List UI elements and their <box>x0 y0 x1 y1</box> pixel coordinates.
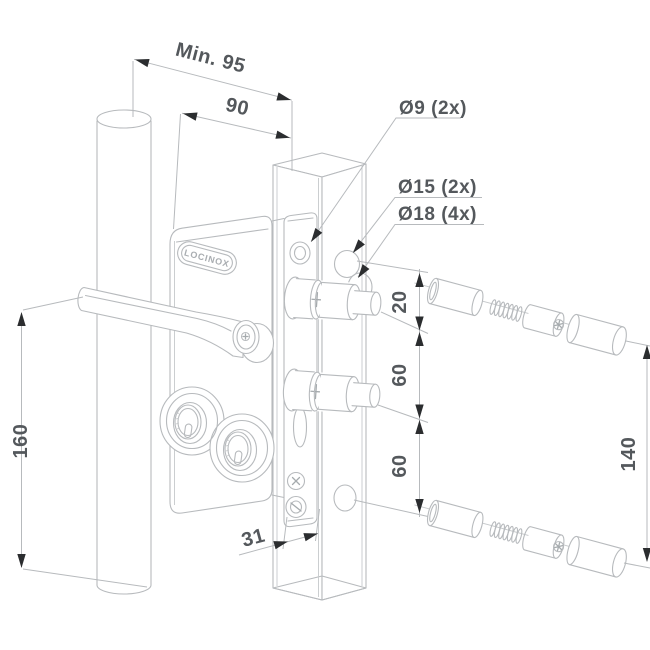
faceplate <box>283 212 318 528</box>
torx-socket <box>553 319 565 331</box>
dim-160-text: 160 <box>10 424 32 459</box>
dim-60-upper-text: 60 <box>389 363 411 386</box>
dim-90-text: 90 <box>224 94 252 121</box>
torx-socket <box>553 541 565 553</box>
mounting-pin-upper <box>283 276 382 322</box>
dim-chain-20-60-60: 20 60 60 <box>353 260 429 517</box>
label-dia18: Ø18 (4x) <box>354 204 484 281</box>
cylinder-cover <box>159 386 275 483</box>
adjuster-screw <box>286 471 306 491</box>
spacer-sleeve <box>426 499 440 527</box>
label-dia18-text: Ø18 (4x) <box>398 204 477 225</box>
screw-thread <box>489 299 523 322</box>
dim-90: 90 <box>173 94 292 230</box>
screw-hole-bottom <box>289 500 303 514</box>
dim-31-text: 31 <box>239 525 267 552</box>
dim-20-text: 20 <box>389 290 411 313</box>
screw-hole-top <box>293 245 307 261</box>
dim-140: 140 <box>618 340 650 569</box>
screw-thread <box>489 521 523 544</box>
label-dia15: Ø15 (2x) <box>349 177 482 256</box>
handle-lever <box>77 286 275 364</box>
hub-screw <box>240 331 251 342</box>
cover-cap <box>566 313 580 344</box>
dim-140-text: 140 <box>618 437 640 472</box>
dim-min-95: Min. 95 <box>132 39 293 171</box>
fastener-set-upper <box>414 277 627 356</box>
label-dia9-text: Ø9 (2x) <box>399 98 467 119</box>
mount-hole-lower <box>333 484 357 512</box>
spacer-sleeve <box>426 277 440 305</box>
fastener-set-lower <box>414 499 627 578</box>
cover-cap <box>566 535 580 566</box>
label-dia15-text: Ø15 (2x) <box>398 177 477 198</box>
mounting-pin-lower <box>282 368 381 414</box>
dim-160: 160 <box>10 296 148 588</box>
pin-hole-upper <box>333 249 361 279</box>
round-post <box>96 109 152 595</box>
label-dia9: Ø9 (2x) <box>307 98 467 245</box>
dim-60-lower-text: 60 <box>389 454 411 477</box>
